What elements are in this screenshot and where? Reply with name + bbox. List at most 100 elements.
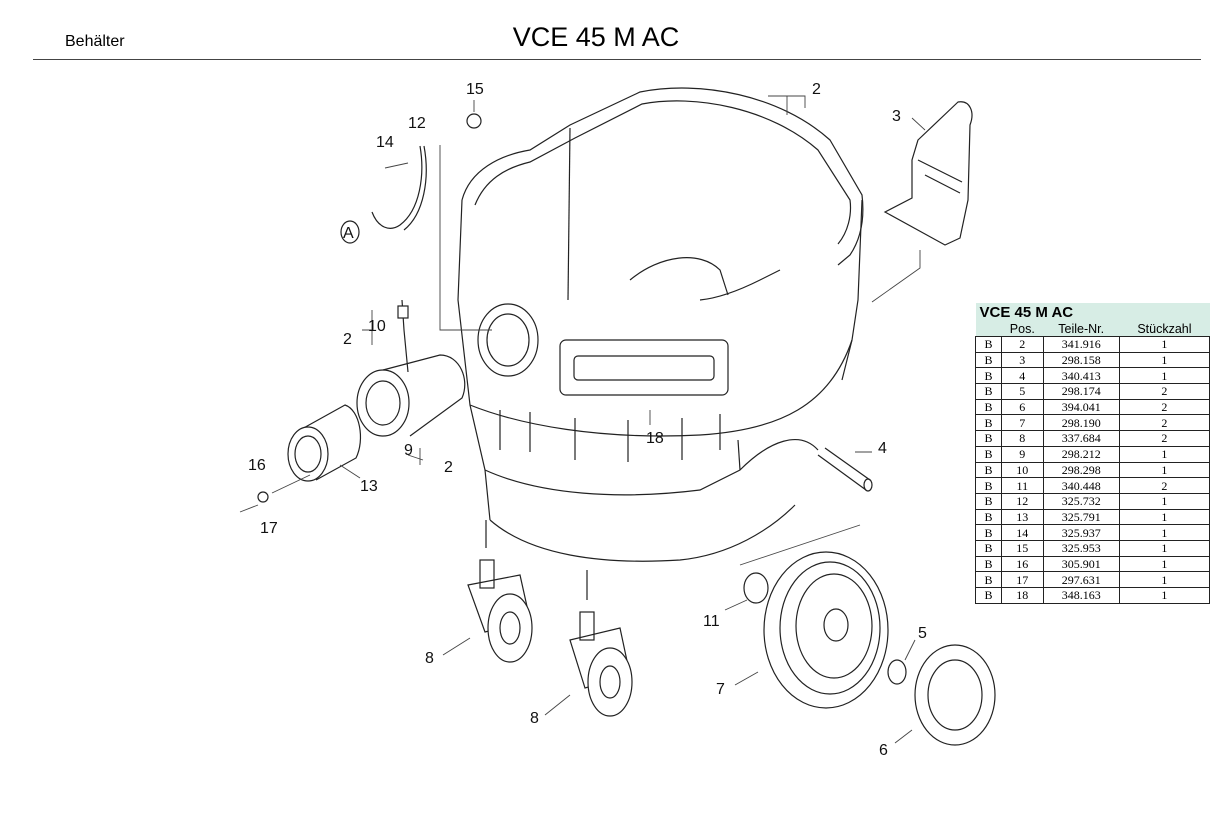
col-quantity: Stückzahl [1137,322,1192,336]
pos-cell: 3 [1001,351,1044,369]
callout-4: 4 [878,440,887,457]
group-cell: B [975,351,1002,369]
quantity-cell: 1 [1118,492,1211,510]
pos-cell: 7 [1001,414,1044,432]
group-cell: B [975,555,1002,573]
callout-6: 6 [879,742,888,759]
callout-12: 12 [408,115,426,132]
group-cell: B [975,571,1002,588]
group-cell: B [975,398,1002,416]
group-cell: B [975,445,1002,463]
pos-cell: 16 [1001,555,1044,573]
pos-cell: 6 [1001,398,1044,416]
pos-cell: 17 [1001,571,1044,588]
callout-10: 10 [368,318,386,335]
quantity-cell: 1 [1118,571,1211,588]
callout-9: 9 [404,442,413,459]
quantity-cell: 2 [1118,383,1211,400]
callout-14: 14 [376,134,394,151]
section-label: Behälter [65,33,125,50]
part-number-cell: 298.212 [1042,445,1120,463]
part-number-cell: 325.791 [1042,508,1120,526]
quantity-cell: 1 [1118,587,1211,604]
callout-2-lower: 2 [444,459,453,476]
part-number-cell: 340.413 [1042,367,1120,385]
pos-cell: 5 [1001,383,1044,400]
callout-16: 16 [248,457,266,474]
callout-18: 18 [646,430,664,447]
part-number-cell: 298.298 [1042,461,1120,479]
part-number-cell: 341.916 [1042,336,1120,353]
callout-7: 7 [716,681,725,698]
pos-cell: 12 [1001,492,1044,510]
group-cell: B [975,492,1002,510]
quantity-cell: 2 [1118,477,1211,494]
part-number-cell: 394.041 [1042,398,1120,416]
group-cell: B [975,477,1002,494]
quantity-cell: 1 [1118,445,1211,463]
part-number-cell: 340.448 [1042,477,1120,494]
pos-cell: 15 [1001,539,1044,557]
pos-cell: 13 [1001,508,1044,526]
part-number-cell: 298.158 [1042,351,1120,369]
pos-cell: 10 [1001,461,1044,479]
part-number-cell: 348.163 [1042,587,1120,604]
pos-cell: 8 [1001,430,1044,447]
bracket-drawing [883,101,973,246]
group-cell: B [975,508,1002,526]
callout-2-top: 2 [812,81,821,98]
pos-cell: 2 [1001,336,1044,353]
quantity-cell: 1 [1118,555,1211,573]
pos-cell: 14 [1001,524,1044,541]
callout-8-left: 8 [425,650,434,667]
inlet-drawing [287,299,466,482]
header-divider [33,59,1201,60]
page-title: VCE 45 M AC [512,22,680,52]
part-number-cell: 325.732 [1042,492,1120,510]
callout-a: A [343,225,354,242]
quantity-cell: 1 [1118,508,1211,526]
quantity-cell: 1 [1118,539,1211,557]
pos-cell: 9 [1001,445,1044,463]
group-cell: B [975,383,1002,400]
group-cell: B [975,414,1002,432]
quantity-cell: 1 [1118,367,1211,385]
quantity-cell: 2 [1118,430,1211,447]
callout-13: 13 [360,478,378,495]
parts-table-header: Pos. Teile-Nr. Stückzahl [975,322,1210,337]
wheel-drawing [743,551,996,746]
parts-table-title: VCE 45 M AC [979,304,1074,321]
part-number-cell: 298.174 [1042,383,1120,400]
quantity-cell: 1 [1118,461,1211,479]
group-cell: B [975,461,1002,479]
group-cell: B [975,430,1002,447]
col-part-number: Teile-Nr. [1058,322,1105,336]
quantity-cell: 2 [1118,414,1211,432]
callout-11: 11 [703,613,720,630]
part-number-cell: 325.937 [1042,524,1120,541]
caster-drawing [467,520,633,717]
part-number-cell: 325.953 [1042,539,1120,557]
col-pos: Pos. [1009,322,1035,336]
group-cell: B [975,524,1002,541]
quantity-cell: 1 [1118,351,1211,369]
col-group [976,322,1002,337]
part-number-cell: 297.631 [1042,571,1120,588]
